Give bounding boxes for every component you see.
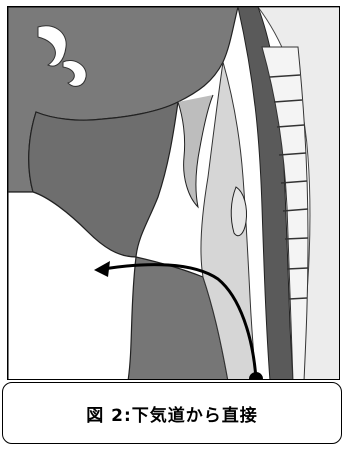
figure-caption: 図 2:下気道から直接 xyxy=(86,401,258,426)
anatomy-figure xyxy=(7,6,340,380)
figure-caption-box: 図 2:下気道から直接 xyxy=(2,382,342,444)
airway-diagram-svg xyxy=(8,7,340,380)
